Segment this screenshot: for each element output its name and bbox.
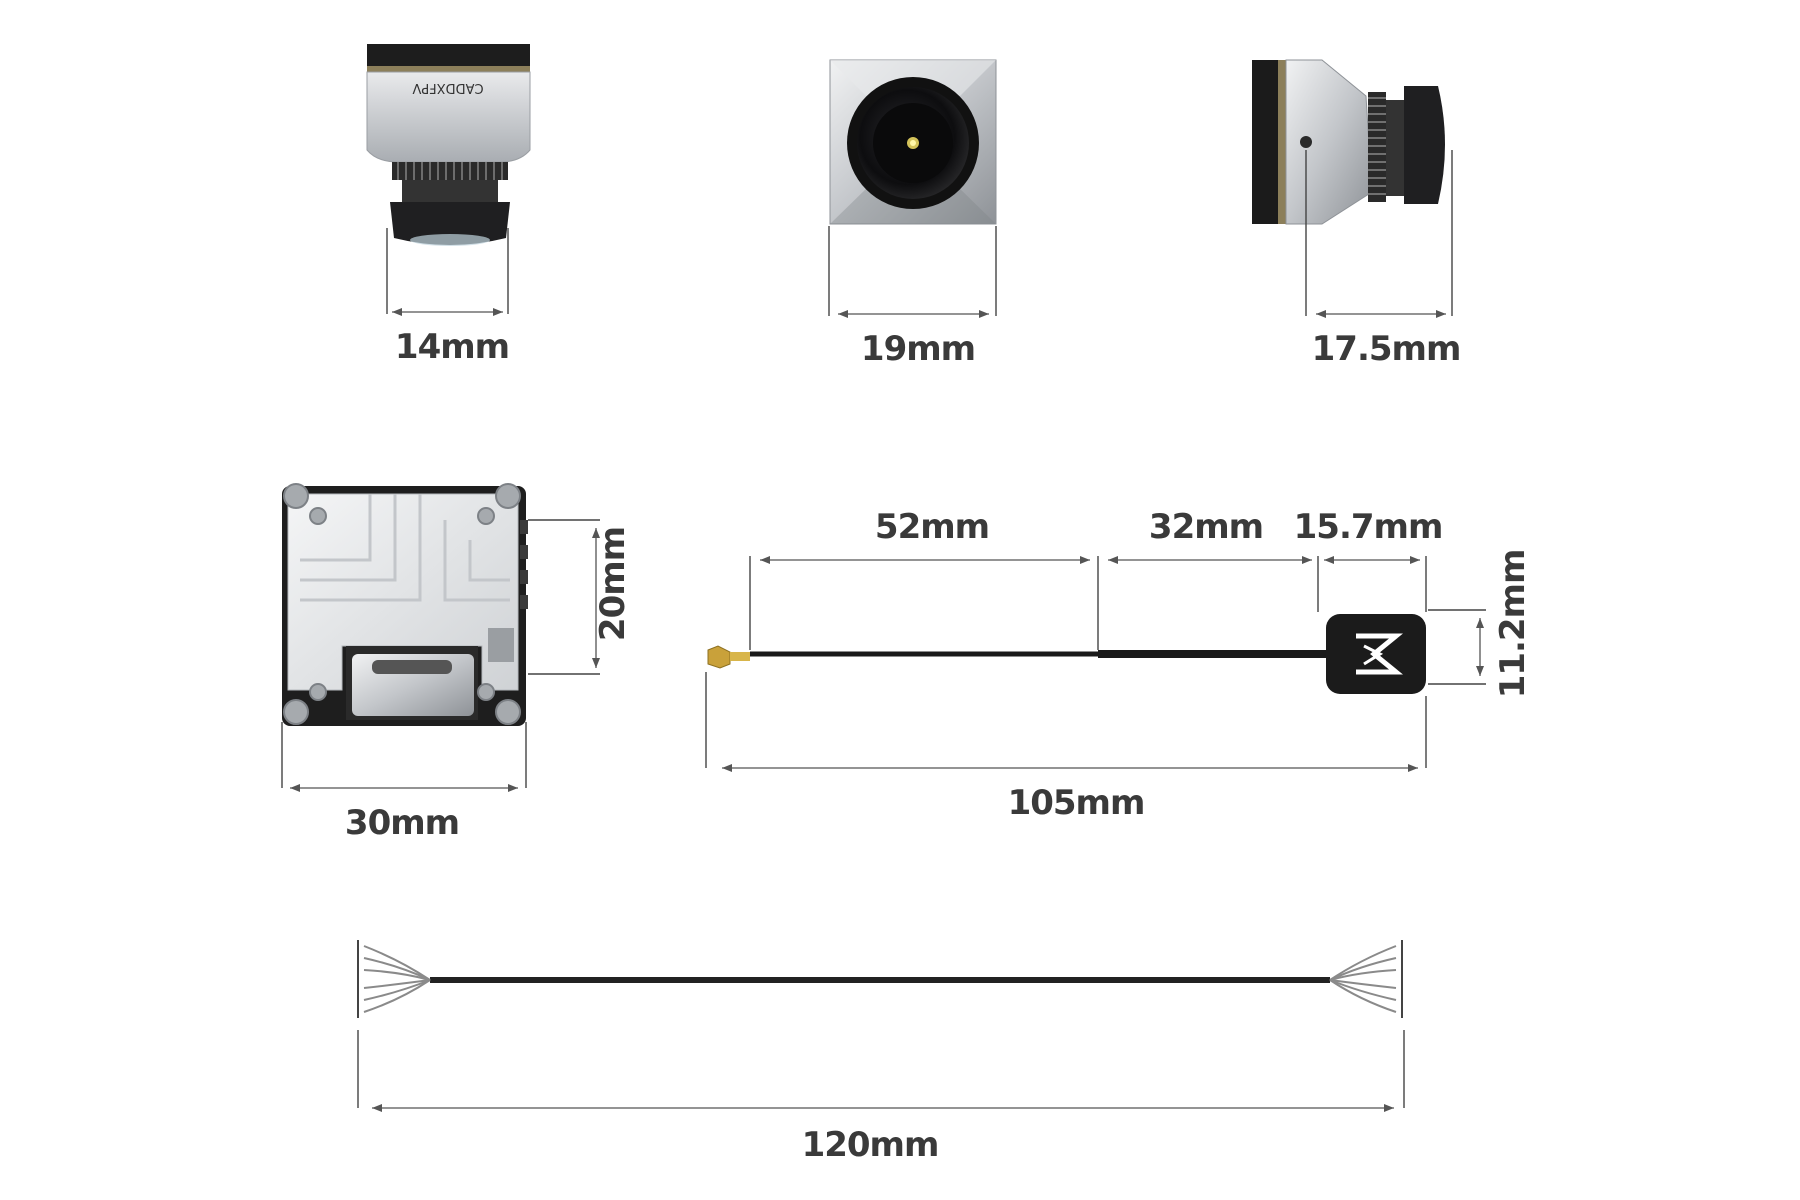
cable [357,940,1403,1018]
dim-label-20mm: 20mm [593,527,633,641]
dimension-cable-length: 120mm [357,1030,1405,1165]
dim-label-15-7mm: 15.7mm [1294,507,1443,547]
dimension-camera-side: 14mm [386,228,510,367]
dim-label-32mm: 32mm [1149,507,1263,547]
camera-side-view [1252,59,1445,225]
dim-label-120mm: 120mm [802,1125,939,1165]
dim-label-19mm: 19mm [861,329,975,369]
sigma-logo-icon [1356,633,1404,675]
dim-label-105mm: 105mm [1008,783,1145,823]
dimension-camera-depth: 17.5mm [1305,150,1461,369]
brand-text: CADDXFPV [412,80,483,95]
antenna [707,614,1426,694]
dimension-vtx-width: 30mm [281,722,527,843]
dim-label-14mm: 14mm [395,327,509,367]
usb-c-port-icon [346,646,478,720]
dimension-antenna-diameter: 11.2mm [1428,550,1533,699]
dimension-vtx-height: 20mm [528,519,633,675]
camera-rear-view: CADDXFPV [366,44,531,246]
vtx-board [282,483,528,726]
dimension-camera-front: 19mm [828,226,997,369]
dim-label-11-2mm: 11.2mm [1493,550,1533,699]
dim-label-17-5mm: 17.5mm [1312,329,1461,369]
dimension-antenna-segments: 52mm 32mm 15.7mm [749,507,1443,650]
dim-label-52mm: 52mm [875,507,989,547]
dimension-antenna-total: 105mm [705,672,1427,823]
camera-front-view [829,59,997,225]
dim-label-30mm: 30mm [345,803,459,843]
